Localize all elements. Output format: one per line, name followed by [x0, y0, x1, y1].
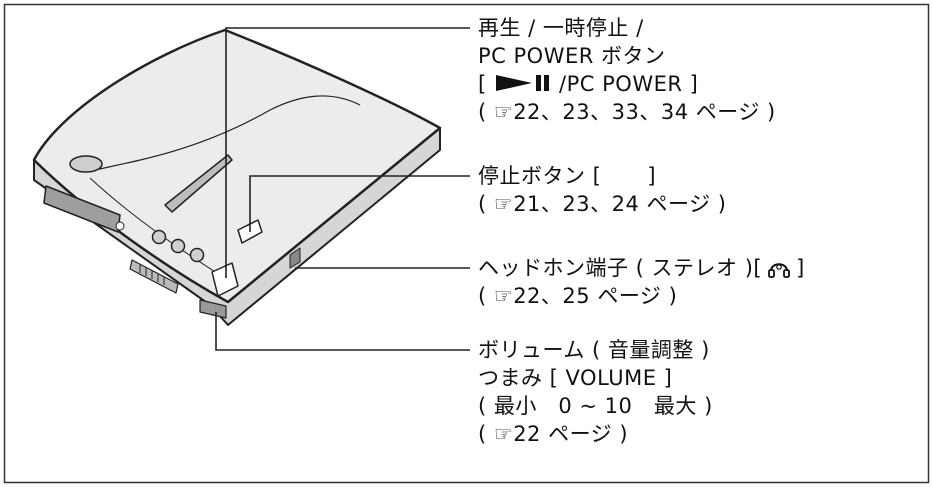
play-pause-icon — [495, 75, 549, 91]
callout-play-pause: 再生 / 一時停止 / PC POWER ボタン [ /PC POWER ] (… — [478, 14, 776, 126]
volume-wheel-shape — [199, 299, 227, 319]
headphone-jack-shape — [289, 247, 301, 269]
disc-window — [164, 154, 233, 213]
stop-square-icon — [616, 169, 630, 183]
function-button-1 — [151, 229, 167, 245]
headphone-ref: ( ☞22、25 ページ ) — [478, 284, 678, 308]
play-label-line3: [ /PC POWER ] — [478, 72, 699, 96]
function-button-3 — [189, 247, 205, 263]
volume-label-line3: ( 最小 0 ~ 10 最大 ) — [478, 394, 713, 418]
headphone-icon — [768, 263, 791, 278]
volume-label-line1: ボリューム ( 音量調整 ) — [478, 338, 710, 362]
lcd-display — [43, 185, 121, 233]
stop-ref: ( ☞21、23、24 ページ ) — [478, 192, 727, 216]
play-label-line2: PC POWER ボタン — [478, 44, 666, 68]
leader-volume — [215, 312, 470, 351]
play-ref: ( ☞22、23、33、34 ページ ) — [478, 100, 776, 124]
leader-play — [225, 27, 470, 278]
callout-headphone: ヘッドホン端子 ( ステレオ )[] ( ☞22、25 ページ ) — [478, 254, 805, 310]
callout-stop: 停止ボタン [] ( ☞21、23、24 ページ ) — [478, 162, 726, 218]
headphone-label-line1: ヘッドホン端子 ( ステレオ )[] — [478, 256, 805, 280]
stop-label-line1: 停止ボタン [] — [478, 164, 657, 188]
leader-lines — [215, 27, 470, 351]
cd-player-illustration — [32, 28, 442, 326]
lid-seam — [94, 95, 361, 171]
function-button-2 — [170, 238, 186, 254]
leader-stop — [249, 175, 470, 232]
volume-label-line2: つまみ [ VOLUME ] — [478, 366, 673, 390]
open-button — [69, 155, 103, 173]
play-label-line1: 再生 / 一時停止 / — [478, 16, 644, 40]
lcd-indicator — [115, 221, 125, 231]
callout-volume: ボリューム ( 音量調整 ) つまみ [ VOLUME ] ( 最小 0 ~ 1… — [478, 336, 713, 448]
volume-ref: ( ☞22 ページ ) — [478, 422, 629, 446]
hold-slider — [129, 259, 179, 294]
